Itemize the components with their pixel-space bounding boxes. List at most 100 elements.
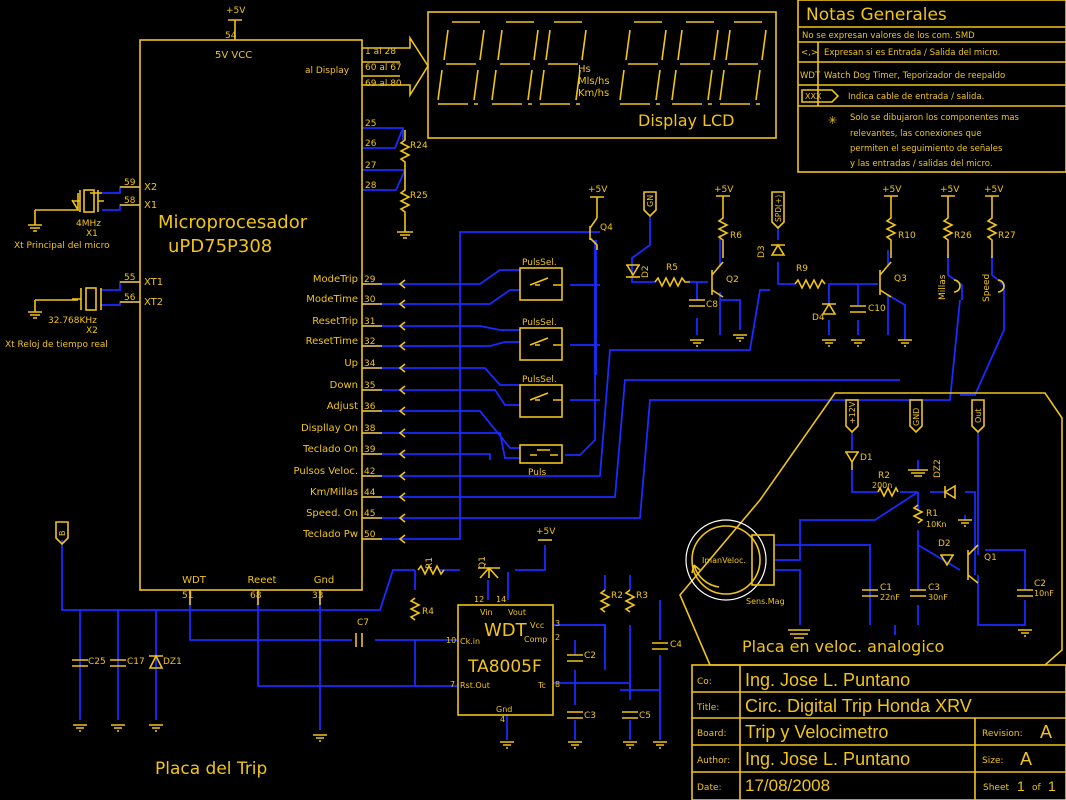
pin-label-34: Up: [344, 358, 358, 369]
notes-key-io: <,>: [801, 48, 818, 58]
digit-0: [437, 21, 485, 105]
r4-label: R4: [422, 607, 434, 617]
q4-label: Q4: [600, 223, 613, 233]
tb-rev-key: Revision:: [982, 729, 1023, 739]
puls-label: Puls: [528, 468, 546, 478]
x2-freq: 32.768KHz: [48, 316, 97, 326]
r2-label: R2: [611, 591, 623, 601]
c2-label: C2: [584, 651, 596, 661]
d3-label: D3: [757, 245, 767, 258]
notes-star-line-4: y las entradas / salidas del micro.: [850, 159, 993, 169]
c25-label: C25: [88, 657, 106, 667]
q2-circuit: D2 R5 C8 +5V R6 Q2: [626, 185, 747, 347]
wdt-vin: Vin: [480, 608, 493, 617]
notes-text-io: Expresan si es Entrada / Salida del micr…: [824, 48, 1000, 58]
wdt-rstout: Rst.Out: [460, 681, 490, 690]
wdt-pin-rstout: 7: [450, 680, 455, 689]
tb-board-key: Board:: [697, 729, 726, 739]
left-pin-num-58: 58: [124, 196, 136, 206]
digit-4: [671, 21, 719, 105]
resistors-r24-r25: R24 R25: [397, 130, 428, 239]
left-pin-label-56: XT2: [144, 297, 163, 308]
pin-label-42: Pulsos Veloc.: [294, 466, 358, 477]
pin-line-45: [362, 513, 406, 523]
tb-size-key: Size:: [982, 756, 1004, 766]
veloc-r2-label: R2: [878, 471, 890, 481]
tb-of-key: of: [1032, 783, 1042, 793]
q3-vcc: +5V: [882, 185, 902, 195]
micro-part: uPD75P308: [168, 236, 272, 257]
pin-label-30: ModeTime: [306, 294, 358, 305]
wdt-pin-vcc: 3: [555, 619, 560, 628]
wdt-pin-vout: 14: [496, 595, 506, 604]
tb-rev: A: [1040, 722, 1052, 742]
c8-label: C8: [706, 300, 718, 310]
notes-star-line-1: Solo se dibujaron los componentes mas: [850, 113, 1020, 123]
pin-num-29: 29: [364, 275, 376, 285]
wdt-pin-vin: 12: [474, 595, 484, 604]
pin-num-44: 44: [364, 488, 376, 498]
pin-num-42: 42: [364, 467, 375, 477]
pin-line-44: [362, 492, 406, 502]
x1-ref: X1: [86, 229, 98, 239]
wdt-pin-comp: 2: [555, 633, 560, 642]
pin-line-36: [362, 406, 406, 416]
wdt-title: WDT: [484, 620, 528, 641]
left-pin-num-55: 55: [124, 273, 135, 283]
pin-label-50: Teclado Pw: [302, 529, 358, 540]
pin-num-36: 36: [364, 402, 376, 412]
tb-author-key: Author:: [697, 756, 730, 766]
d4-label: D4: [812, 313, 825, 323]
tb-title: Circ. Digital Trip Honda XRV: [745, 696, 972, 716]
q3-label: Q3: [894, 274, 907, 284]
display-pin-2: 69 al 80: [365, 79, 402, 89]
wdt-area: R1 Q1 +5V R4 C7 WDT TA8005F Vin Vout Vcc…: [355, 527, 682, 749]
x2-desc: Xt Reloj de tiempo real: [5, 340, 108, 350]
veloc-c2-label: C2: [1034, 579, 1046, 589]
r-pin-26: 26: [365, 139, 377, 149]
r24-label: R24: [410, 141, 428, 151]
pin-label-38: Displlay On: [301, 423, 358, 434]
notes-key-xxx: XXX: [805, 92, 822, 101]
iman-label: ImanVeloc.: [702, 556, 746, 565]
veloc-c1-label: C1: [880, 583, 892, 593]
digit-1: [491, 21, 539, 105]
c3-label: C3: [584, 711, 596, 721]
pin-num-38: 38: [364, 424, 376, 434]
notes-box: Notas Generales No se expresan valores d…: [797, 0, 1066, 173]
q1-label: Q1: [478, 556, 488, 569]
pulsel-1: PulsSel.: [519, 258, 563, 301]
veloc-dz2-label: DZ2: [933, 459, 943, 478]
left-pin-num-59: 59: [124, 178, 136, 188]
pin-line-38: [362, 428, 406, 438]
veloc-c2-value: 10nF: [1034, 589, 1054, 598]
veloc-conn-12v: +12V: [848, 401, 857, 424]
digit-2: [539, 21, 587, 105]
pin-num-35: 35: [364, 381, 375, 391]
pulsel-2-label: PulsSel.: [522, 318, 557, 328]
tb-author: Ing. Jose L. Puntano: [745, 749, 910, 769]
r26-r27: +5V R26 Millas +5V R27 Speed: [938, 185, 1016, 302]
micro-name: Microprocesador: [158, 212, 308, 233]
veloc-title: Placa en veloc. analogico: [742, 637, 944, 656]
tb-date-key: Date:: [697, 783, 722, 793]
pulsel-3-label: PulsSel.: [522, 375, 557, 385]
pin-num-34: 34: [364, 359, 376, 369]
pin-line-39: [362, 449, 406, 459]
tb-size: A: [1020, 749, 1032, 769]
puls-switch: Puls: [519, 444, 563, 478]
x1-desc: Xt Principal del micro: [14, 241, 110, 251]
crystal-x1: 4MHz X1 Xt Principal del micro: [14, 189, 110, 251]
r6-label: R6: [730, 231, 742, 241]
b-conn-label: B: [58, 531, 67, 537]
unit-hs: Hs: [578, 64, 591, 75]
notes-text-wdt: Watch Dog Timer, Teporizador de reepaldo: [824, 71, 1005, 81]
title-block: Co: Ing. Jose L. Puntano Title: Circ. Di…: [691, 664, 1066, 800]
veloc-c3-label: C3: [928, 583, 940, 593]
q2-label: Q2: [726, 275, 739, 285]
bottom-pin-label-68: Reeet: [248, 575, 277, 586]
